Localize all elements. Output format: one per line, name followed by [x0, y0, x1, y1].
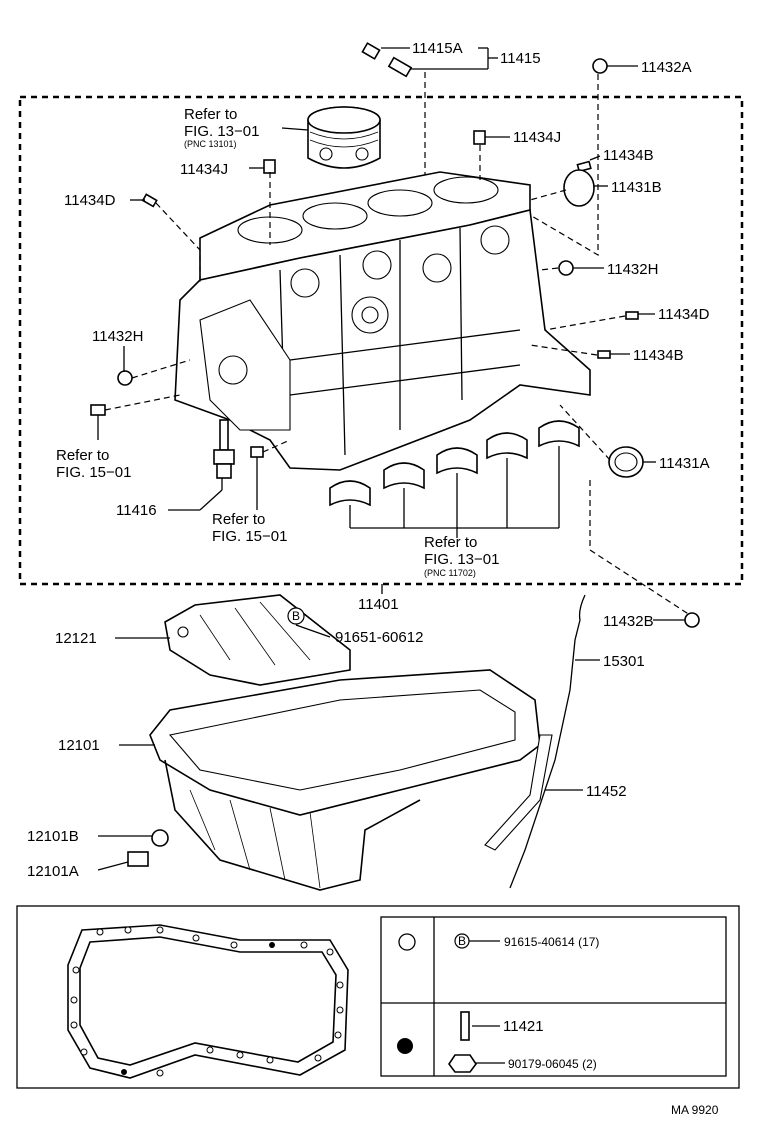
label-11434d-right: 11434D	[658, 306, 710, 323]
gasket-bolt-hole-icon	[156, 926, 164, 934]
small-part-11434b-top	[576, 160, 592, 173]
gasket-bolt-hole-icon	[80, 1048, 88, 1056]
legend-row1-part: 91615-40614 (17)	[504, 935, 599, 949]
gasket-bolt-hole-icon	[70, 1021, 78, 1029]
stud-bolt-icon	[460, 1011, 470, 1041]
small-part-11434j-top	[473, 130, 486, 145]
leader-lines	[97, 47, 685, 871]
legend-row2-part1: 11421	[503, 1018, 544, 1035]
label-11431a: 11431A	[659, 455, 710, 472]
small-part-11432h-right	[558, 260, 574, 276]
label-11452: 11452	[586, 783, 627, 800]
cylinder-block-illustration	[174, 171, 591, 471]
dipstick-15301	[509, 594, 586, 889]
label-11432a: 11432A	[641, 59, 692, 76]
label-11431b: 11431B	[611, 179, 662, 196]
gasket-bolt-hole-icon	[336, 1006, 344, 1014]
gasket-stud-hole-icon	[121, 1069, 127, 1075]
small-part-11434b-right	[597, 350, 611, 359]
small-part-11434j-left	[263, 159, 276, 174]
marker-b-baffle: B	[292, 609, 300, 623]
gasket-bolt-hole-icon	[326, 948, 334, 956]
label-11434j-top: 11434J	[513, 129, 561, 146]
gasket-bolt-hole-icon	[192, 934, 200, 942]
label-11434b-top: 11434B	[603, 147, 654, 164]
label-refer-bearing: Refer to	[424, 534, 477, 551]
label-11416: 11416	[116, 502, 157, 519]
label-11432h-right: 11432H	[607, 261, 658, 278]
label-refer-151-mid: Refer to	[212, 511, 265, 528]
nut-icon	[448, 1054, 477, 1073]
filled-circle-icon	[397, 1038, 413, 1054]
label-11415: 11415	[500, 50, 541, 67]
oil-pressure-switch-11416	[213, 419, 235, 479]
label-12101a: 12101A	[27, 863, 79, 880]
gasket-bolt-hole-icon	[300, 941, 308, 949]
label-refer-151-left: Refer to	[56, 447, 109, 464]
small-part-11434d-left	[141, 193, 158, 208]
label-fig-bearing: FIG. 13−01	[424, 551, 499, 568]
gasket-stud-hole-icon	[269, 942, 275, 948]
oil-pan-baffle-12121	[164, 594, 351, 686]
label-11415a: 11415A	[412, 40, 463, 57]
label-15301: 15301	[603, 653, 645, 670]
gasket-bolt-hole-icon	[124, 926, 132, 934]
expansion-plug-11431a	[608, 446, 644, 478]
gasket-12101b	[151, 829, 169, 847]
gasket-bolt-hole-icon	[314, 1054, 322, 1062]
gasket-bolt-hole-icon	[156, 1069, 164, 1077]
small-pin-fig15-mid	[250, 446, 264, 458]
label-11432b: 11432B	[603, 613, 654, 630]
crankshaft-bearings	[329, 420, 580, 507]
small-plug-11432b	[684, 612, 700, 628]
dipstick-guide-11452	[484, 734, 553, 851]
assembly-guide-lines	[104, 72, 691, 616]
label-12121: 12121	[55, 630, 97, 647]
gasket-bolt-hole-icon	[236, 1051, 244, 1059]
footer-code: MA 9920	[671, 1103, 719, 1117]
label-11434j-left: 11434J	[180, 161, 228, 178]
label-pnc-bearing: (PNC 11702)	[424, 568, 476, 578]
gasket-bolt-hole-icon	[334, 1031, 342, 1039]
label-11434b-right: 11434B	[633, 347, 684, 364]
gasket-bolt-hole-icon	[96, 928, 104, 936]
label-fig-piston: FIG. 13−01	[184, 123, 259, 140]
label-refer-piston: Refer to	[184, 106, 237, 123]
label-91651-60612: 91651-60612	[335, 629, 423, 646]
legend-row2-part2: 90179-06045 (2)	[508, 1057, 597, 1071]
legend-box	[16, 905, 740, 1089]
small-part-11415a	[361, 42, 381, 60]
label-11432h-left: 11432H	[92, 328, 143, 345]
legend-table: B 91615-40614 (17) 11421 90179-06045 (2)	[380, 916, 727, 1077]
label-pnc-piston: (PNC 13101)	[184, 139, 237, 149]
small-part-11432a	[592, 58, 608, 74]
piston-illustration	[307, 106, 381, 169]
open-circle-icon	[398, 933, 416, 951]
oil-pan-gasket-outline	[67, 924, 349, 1079]
oil-pan-12101	[149, 669, 541, 891]
small-part-11434d-right	[625, 311, 639, 320]
gasket-bolt-hole-icon	[70, 996, 78, 1004]
label-12101b: 12101B	[27, 828, 79, 845]
label-12101: 12101	[58, 737, 100, 754]
label-11401: 11401	[358, 596, 399, 613]
label-fig-151-mid: FIG. 15−01	[212, 528, 287, 545]
drain-plug-12101a	[127, 851, 149, 867]
gasket-bolt-hole-icon	[230, 941, 238, 949]
small-part-11432h-left	[117, 370, 133, 386]
gasket-bolt-hole-icon	[72, 966, 80, 974]
small-part-11415	[387, 56, 413, 78]
gasket-bolt-hole-icon	[206, 1046, 214, 1054]
gasket-bolt-hole-icon	[336, 981, 344, 989]
marker-b-baffle-icon	[287, 607, 305, 625]
label-fig-151-left: FIG. 15−01	[56, 464, 131, 481]
gasket-bolt-hole-icon	[266, 1056, 274, 1064]
expansion-plug-11431b	[563, 169, 595, 207]
label-11434d-left: 11434D	[64, 192, 116, 209]
legend-marker-b: B	[458, 934, 466, 948]
small-pin-fig15-left	[90, 404, 106, 416]
